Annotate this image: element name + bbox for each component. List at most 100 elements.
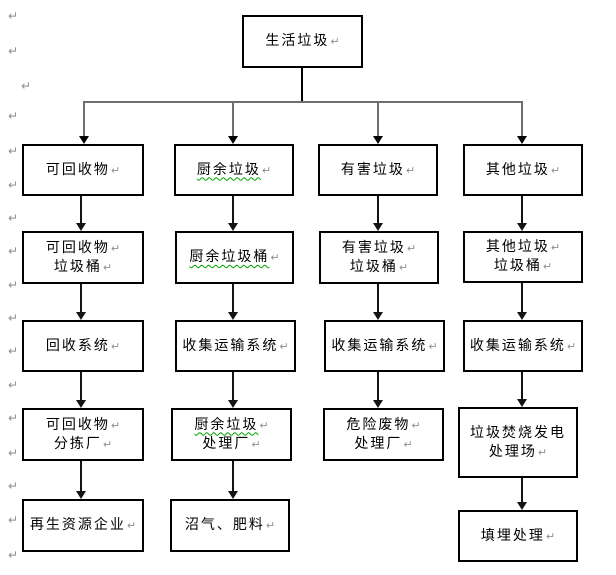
node-label: 收集运输系统 xyxy=(469,337,566,354)
line-break-mark-icon: ↵ xyxy=(411,418,421,432)
node-label: 沼气、肥料 xyxy=(184,517,265,533)
down-arrow-icon xyxy=(228,312,238,320)
node-label: 厨余垃圾桶 xyxy=(189,249,270,265)
flow-arrow-line xyxy=(232,284,234,312)
line-break-mark-icon: ↵ xyxy=(566,339,577,353)
paragraph-mark-icon: ↵ xyxy=(8,109,19,123)
line-break-mark-icon: ↵ xyxy=(251,437,261,451)
flow-arrow-line xyxy=(232,196,234,223)
line-break-mark-icon: ↵ xyxy=(279,339,289,353)
node-label: 生活垃圾 xyxy=(265,33,330,49)
paragraph-mark-icon: ↵ xyxy=(8,9,19,23)
node-recyclables-bin[interactable]: 可回收物↵ 垃圾桶↵ xyxy=(22,231,144,284)
node-collection-transport-system-hazardous[interactable]: 收集运输系统↵ xyxy=(324,320,445,372)
node-label: 其他垃圾 xyxy=(485,239,550,255)
paragraph-mark-icon: ↵ xyxy=(8,144,19,158)
flow-arrow-line xyxy=(377,196,379,223)
down-arrow-icon xyxy=(517,502,527,510)
flow-arrow-line xyxy=(521,372,523,399)
node-label: 可回收物 xyxy=(45,239,110,256)
paragraph-mark-icon: ↵ xyxy=(8,344,19,358)
node-landfill-treatment[interactable]: 填埋处理↵ xyxy=(458,510,578,562)
flow-arrow-line xyxy=(232,461,234,491)
line-break-mark-icon: ↵ xyxy=(261,163,272,177)
node-label: 可回收物 xyxy=(45,161,110,178)
line-break-mark-icon: ↵ xyxy=(428,339,438,353)
node-hazardous-waste[interactable]: 有害垃圾↵ xyxy=(318,144,438,196)
line-break-mark-icon: ↵ xyxy=(545,529,556,543)
node-household-waste[interactable]: 生活垃圾↵ xyxy=(242,15,363,68)
line-break-mark-icon: ↵ xyxy=(110,339,121,353)
node-label: 填埋处理 xyxy=(480,527,545,544)
flow-arrow-line xyxy=(232,372,234,400)
node-collection-transport-system-kitchen[interactable]: 收集运输系统↵ xyxy=(175,320,296,372)
node-label: 垃圾桶 xyxy=(493,258,542,274)
node-hazardous-waste-treatment-plant[interactable]: 危险废物↵ 处理厂↵ xyxy=(323,408,444,461)
down-arrow-icon xyxy=(76,491,86,499)
line-break-mark-icon: ↵ xyxy=(265,519,276,532)
line-break-mark-icon: ↵ xyxy=(259,418,269,432)
node-kitchen-waste-treatment-plant[interactable]: 厨余垃圾↵ 处理厂↵ xyxy=(171,408,292,461)
paragraph-mark-icon: ↵ xyxy=(8,513,19,527)
node-label: 处理厂 xyxy=(202,435,251,452)
line-break-mark-icon: ↵ xyxy=(110,418,121,432)
down-arrow-icon xyxy=(76,400,86,408)
down-arrow-icon xyxy=(228,400,238,408)
paragraph-mark-icon: ↵ xyxy=(21,79,32,93)
node-other-waste[interactable]: 其他垃圾↵ xyxy=(463,144,583,196)
node-recycling-system[interactable]: 回收系统↵ xyxy=(22,320,144,372)
line-break-mark-icon: ↵ xyxy=(406,241,417,255)
down-arrow-icon xyxy=(517,223,527,231)
down-arrow-icon xyxy=(228,223,238,231)
line-break-mark-icon: ↵ xyxy=(270,251,280,264)
tree-connector-drop-2 xyxy=(232,101,234,136)
line-break-mark-icon: ↵ xyxy=(330,35,340,48)
node-kitchen-waste[interactable]: 厨余垃圾↵ xyxy=(174,144,294,196)
node-renewable-resource-enterprise[interactable]: 再生资源企业↵ xyxy=(22,499,144,552)
node-label: 回收系统 xyxy=(45,337,110,354)
node-label: 厨余垃圾 xyxy=(194,416,259,433)
node-incineration-power-plant[interactable]: 垃圾焚烧发电 处理场↵ xyxy=(458,407,578,478)
node-collection-transport-system-other[interactable]: 收集运输系统↵ xyxy=(463,320,583,372)
flow-arrow-line xyxy=(377,284,379,312)
line-break-mark-icon: ↵ xyxy=(102,437,113,451)
node-label: 收集运输系统 xyxy=(331,337,428,354)
down-arrow-icon xyxy=(76,223,86,231)
tree-connector-stem xyxy=(301,68,303,101)
node-label: 处理场 xyxy=(488,443,537,460)
tree-connector-drop-1 xyxy=(83,101,85,136)
node-other-waste-bin[interactable]: 其他垃圾↵ 垃圾桶↵ xyxy=(463,231,583,283)
line-break-mark-icon: ↵ xyxy=(102,260,113,274)
node-label: 有害垃圾 xyxy=(341,239,406,256)
node-biogas-fertilizer[interactable]: 沼气、肥料↵ xyxy=(170,499,290,552)
down-arrow-icon xyxy=(228,491,238,499)
tree-connector-drop-3 xyxy=(377,101,379,136)
down-arrow-icon xyxy=(373,223,383,231)
node-recyclables[interactable]: 可回收物↵ xyxy=(22,144,144,196)
line-break-mark-icon: ↵ xyxy=(110,241,121,255)
flow-arrow-line xyxy=(80,196,82,223)
paragraph-mark-icon: ↵ xyxy=(8,178,19,192)
node-label: 垃圾焚烧发电 xyxy=(470,424,566,441)
flow-arrow-line xyxy=(521,478,523,502)
node-kitchen-waste-bin[interactable]: 厨余垃圾桶↵ xyxy=(175,231,294,284)
flow-arrow-line xyxy=(377,372,379,400)
line-break-mark-icon: ↵ xyxy=(537,445,548,459)
down-arrow-icon xyxy=(79,136,89,144)
paragraph-mark-icon: ↵ xyxy=(8,311,19,325)
paragraph-mark-icon: ↵ xyxy=(8,446,19,460)
tree-connector-crossbar xyxy=(83,101,523,103)
line-break-mark-icon: ↵ xyxy=(110,163,121,177)
node-recyclables-sorting-plant[interactable]: 可回收物↵ 分拣厂↵ xyxy=(22,408,144,461)
down-arrow-icon xyxy=(517,399,527,407)
node-hazardous-waste-bin[interactable]: 有害垃圾↵ 垃圾桶↵ xyxy=(319,231,439,284)
node-label: 有害垃圾 xyxy=(340,161,405,178)
line-break-mark-icon: ↵ xyxy=(403,437,413,451)
node-label: 可回收物 xyxy=(45,416,110,433)
node-label: 垃圾桶 xyxy=(53,258,102,275)
down-arrow-icon xyxy=(373,400,383,408)
node-label: 处理厂 xyxy=(354,435,403,452)
flow-arrow-line xyxy=(521,196,523,223)
flow-arrow-line xyxy=(80,372,82,400)
